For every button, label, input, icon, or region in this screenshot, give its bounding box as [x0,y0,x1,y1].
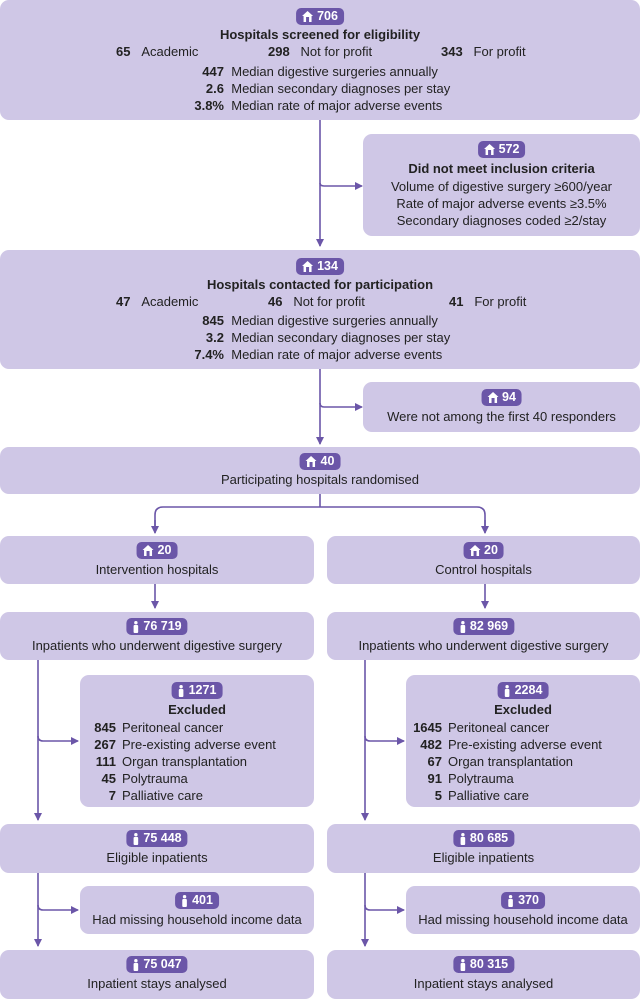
control-inpatients-badge: 82 969 [452,618,515,635]
criteria-line: Rate of major adverse events ≥3.5% [396,196,607,211]
not-met-title: Did not meet inclusion criteria [408,161,595,176]
intervention-missing-text: Had missing household income data [92,912,302,927]
screened-title: Hospitals screened for eligibility [219,27,421,42]
control-missing-badge: 370 [501,892,545,909]
control-analysed-box: 80 315 Inpatient stays analysed [327,950,640,999]
randomised-text: Participating hospitals randomised [221,472,419,487]
criteria-line: Volume of digestive surgery ≥600/year [390,179,613,194]
person-icon [460,832,465,845]
screened-stat: 2.6 Median secondary diagnoses per stay [205,81,451,96]
contacted-stat: 845 Median digestive surgeries annually [202,313,438,328]
intervention-hospitals-badge: 20 [136,542,178,559]
randomised-box: 40 Participating hospitals randomised [0,447,640,494]
intervention-inpatients-badge: 76 719 [126,618,188,635]
hospital-icon [302,11,314,22]
criteria-line: Secondary diagnoses coded ≥2/stay [396,213,607,228]
arrow-to-not-first [319,402,363,411]
control-eligible-text: Eligible inpatients [432,850,535,865]
person-icon [460,958,465,971]
person-icon [508,894,513,907]
hospital-icon [305,456,317,467]
control-excluded-title: Excluded [494,702,552,717]
contacted-count-badge: 134 [296,258,344,275]
hospital-icon [302,261,314,272]
intervention-analysed-text: Inpatient stays analysed [87,976,227,991]
contacted-stat: 7.4% Median rate of major adverse events [194,347,443,362]
person-icon [460,620,465,633]
control-eligible-box: 80 685 Eligible inpatients [327,824,640,873]
person-icon [178,684,184,697]
arrow-split [154,494,486,530]
intervention-eligible-badge: 75 448 [126,830,188,847]
control-hospitals-text: Control hospitals [435,562,532,577]
not-met-box: 572 Did not meet inclusion criteria Volu… [363,134,640,236]
control-inpatients-box: 82 969 Inpatients who underwent digestiv… [327,612,640,660]
control-analysed-badge: 80 315 [452,956,515,973]
intervention-hospitals-box: 20 Intervention hospitals [0,536,314,584]
person-icon [504,684,510,697]
randomised-count-badge: 40 [299,453,341,470]
hospital-icon [469,545,481,556]
intervention-excluded-badge: 1271 [171,682,223,699]
screened-count-badge: 706 [296,8,344,25]
control-eligible-badge: 80 685 [452,830,515,847]
control-missing-box: 370 Had missing household income data [406,886,640,934]
contacted-box: 134 Hospitals contacted for participatio… [0,250,640,369]
intervention-eligible-text: Eligible inpatients [106,850,208,865]
control-analysed-text: Inpatient stays analysed [413,976,554,991]
control-excluded-badge: 2284 [497,682,549,699]
intervention-missing-badge: 401 [175,892,219,909]
person-icon [182,894,187,907]
screened-stat: 3.8% Median rate of major adverse events [194,98,443,113]
control-inpatients-text: Inpatients who underwent digestive surge… [358,638,609,653]
person-icon [133,832,139,845]
screened-box: 706 Hospitals screened for eligibility 6… [0,0,640,120]
not-met-count-badge: 572 [477,141,526,158]
arrow-to-not-met [319,182,363,190]
control-hospitals-box: 20 Control hospitals [327,536,640,584]
intervention-analysed-box: 75 047 Inpatient stays analysed [0,950,314,999]
intervention-missing-box: 401 Had missing household income data [80,886,314,934]
intervention-inpatients-text: Inpatients who underwent digestive surge… [31,638,283,653]
person-icon [133,958,139,971]
intervention-inpatients-box: 76 719 Inpatients who underwent digestiv… [0,612,314,660]
not-first-count-badge: 94 [481,389,522,406]
person-icon [133,620,139,633]
hospital-icon [483,144,495,155]
control-hospitals-badge: 20 [463,542,504,559]
intervention-hospitals-text: Intervention hospitals [95,562,219,577]
intervention-analysed-badge: 75 047 [126,956,188,973]
intervention-eligible-box: 75 448 Eligible inpatients [0,824,314,873]
not-first-text: Were not among the first 40 responders [387,409,616,424]
contacted-title: Hospitals contacted for participation [206,277,434,292]
contacted-stat: 3.2 Median secondary diagnoses per stay [205,330,451,345]
control-missing-text: Had missing household income data [418,912,628,927]
hospital-icon [487,392,499,403]
screened-stat: 447 Median digestive surgeries annually [202,64,438,79]
intervention-excluded-title: Excluded [168,702,226,717]
not-first-box: 94 Were not among the first 40 responder… [363,382,640,432]
hospital-icon [142,545,154,556]
